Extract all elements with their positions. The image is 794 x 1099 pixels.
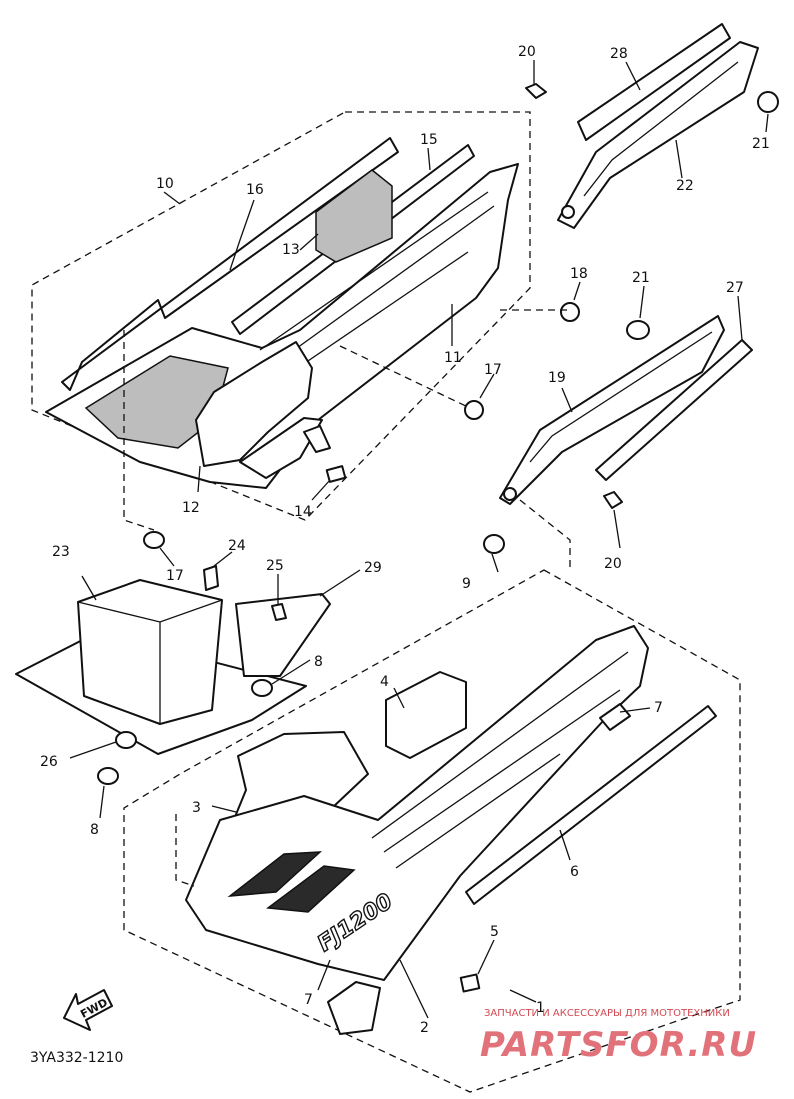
callout-labels: 10 16 13 15 11 12 14 20 28 22 21 18 21 2… bbox=[40, 44, 770, 1036]
callout-8-left: 8 bbox=[90, 822, 99, 838]
callout-28: 28 bbox=[610, 46, 628, 62]
part-23-box bbox=[77, 579, 223, 725]
callout-3: 3 bbox=[192, 800, 201, 816]
callout-23: 23 bbox=[52, 544, 70, 560]
leader-lines bbox=[69, 60, 769, 1019]
callout-4: 4 bbox=[380, 674, 389, 690]
callout-26: 26 bbox=[40, 754, 58, 770]
part-9-grommet bbox=[483, 534, 505, 554]
callout-16: 16 bbox=[246, 182, 264, 198]
callout-12: 12 bbox=[182, 500, 200, 516]
battery-box-group bbox=[15, 531, 331, 785]
callout-20-top: 20 bbox=[518, 44, 536, 60]
part-8-grommet-right bbox=[251, 679, 273, 697]
part-2-vent-lower bbox=[266, 865, 356, 913]
callout-6: 6 bbox=[570, 864, 579, 880]
part-22-inner bbox=[583, 61, 739, 197]
callout-7-right: 7 bbox=[654, 700, 663, 716]
part-17-grommet-upper bbox=[464, 400, 484, 420]
callout-5: 5 bbox=[490, 924, 499, 940]
part-2-ridge bbox=[371, 651, 629, 869]
part-13-emblem bbox=[315, 169, 393, 263]
part-19-mount-hole bbox=[503, 487, 517, 501]
callout-11: 11 bbox=[444, 350, 462, 366]
upper-side-cover-group bbox=[31, 111, 531, 521]
callout-15: 15 bbox=[420, 132, 438, 148]
part-22-mount-hole bbox=[561, 205, 575, 219]
callout-21-mid: 21 bbox=[632, 270, 650, 286]
part-4-emblem bbox=[385, 671, 467, 759]
callout-17-upper: 17 bbox=[484, 362, 502, 378]
part-19-cover bbox=[499, 315, 725, 505]
part-21-grommet-top bbox=[757, 91, 779, 113]
right-rear-cover-group bbox=[464, 302, 753, 509]
callout-1: 1 bbox=[536, 1000, 545, 1016]
part-5-clip bbox=[459, 973, 481, 993]
lower-group-boundary bbox=[123, 569, 741, 1093]
part-14-clip bbox=[325, 465, 347, 483]
callout-24: 24 bbox=[228, 538, 246, 554]
lower-side-cover-group: FJ1200 bbox=[123, 534, 741, 1093]
part-14-bracket bbox=[303, 425, 331, 453]
callout-18: 18 bbox=[570, 266, 588, 282]
part-26-grommet bbox=[115, 731, 137, 749]
callout-9: 9 bbox=[462, 576, 471, 592]
callout-2: 2 bbox=[420, 1020, 429, 1036]
part-22-cover bbox=[557, 41, 759, 229]
part-28-stripe bbox=[577, 23, 731, 141]
part-27-stripe bbox=[595, 339, 753, 481]
part-7-trim-right bbox=[599, 703, 631, 731]
part-17-grommet-lower bbox=[143, 531, 165, 549]
part-6-stripe bbox=[465, 705, 717, 905]
forward-arrow-icon bbox=[63, 989, 113, 1031]
callout-21-top: 21 bbox=[752, 136, 770, 152]
part-19-inner bbox=[529, 331, 713, 463]
part-8-grommet-left bbox=[97, 767, 119, 785]
part-25-bolt bbox=[271, 603, 287, 621]
part-20-bolt-top bbox=[525, 83, 547, 99]
part-2-vent-upper bbox=[227, 851, 323, 897]
upper-rear-cover-group bbox=[525, 23, 779, 229]
watermark-site: PARTSFOR.RU bbox=[480, 1025, 757, 1065]
upper-group-boundary bbox=[31, 111, 531, 521]
callout-10: 10 bbox=[156, 176, 174, 192]
watermark-tagline: ЗАПЧАСТИ И АКСЕССУАРЫ ДЛЯ МОТОТЕХНИКИ bbox=[484, 1008, 730, 1019]
callout-13: 13 bbox=[282, 242, 300, 258]
part-12-trim bbox=[195, 341, 313, 467]
part-18-grommet bbox=[560, 302, 580, 322]
part-7-trim-left bbox=[327, 981, 381, 1035]
part-21-grommet-mid bbox=[626, 320, 650, 340]
part-23-box-rim bbox=[77, 599, 223, 724]
diagram-code: 3YA332-1210 bbox=[30, 1050, 123, 1066]
callout-29: 29 bbox=[364, 560, 382, 576]
callout-14: 14 bbox=[294, 504, 312, 520]
part-29-bracket bbox=[235, 593, 331, 677]
part-11-ridge bbox=[259, 191, 495, 381]
callout-19: 19 bbox=[548, 370, 566, 386]
callout-20-mid: 20 bbox=[604, 556, 622, 572]
part-20-bolt-mid bbox=[603, 491, 623, 509]
forward-arrow: FWD bbox=[63, 989, 113, 1031]
callout-25: 25 bbox=[266, 558, 284, 574]
part-16-stripe bbox=[61, 137, 399, 391]
callout-8-right: 8 bbox=[314, 654, 323, 670]
callout-22: 22 bbox=[676, 178, 694, 194]
callout-7-left: 7 bbox=[304, 992, 313, 1008]
callout-27: 27 bbox=[726, 280, 744, 296]
watermark: ЗАПЧАСТИ И АКСЕССУАРЫ ДЛЯ МОТОТЕХНИКИ PA… bbox=[480, 1008, 757, 1065]
part-24-clip bbox=[203, 565, 219, 591]
callout-17-lower: 17 bbox=[166, 568, 184, 584]
